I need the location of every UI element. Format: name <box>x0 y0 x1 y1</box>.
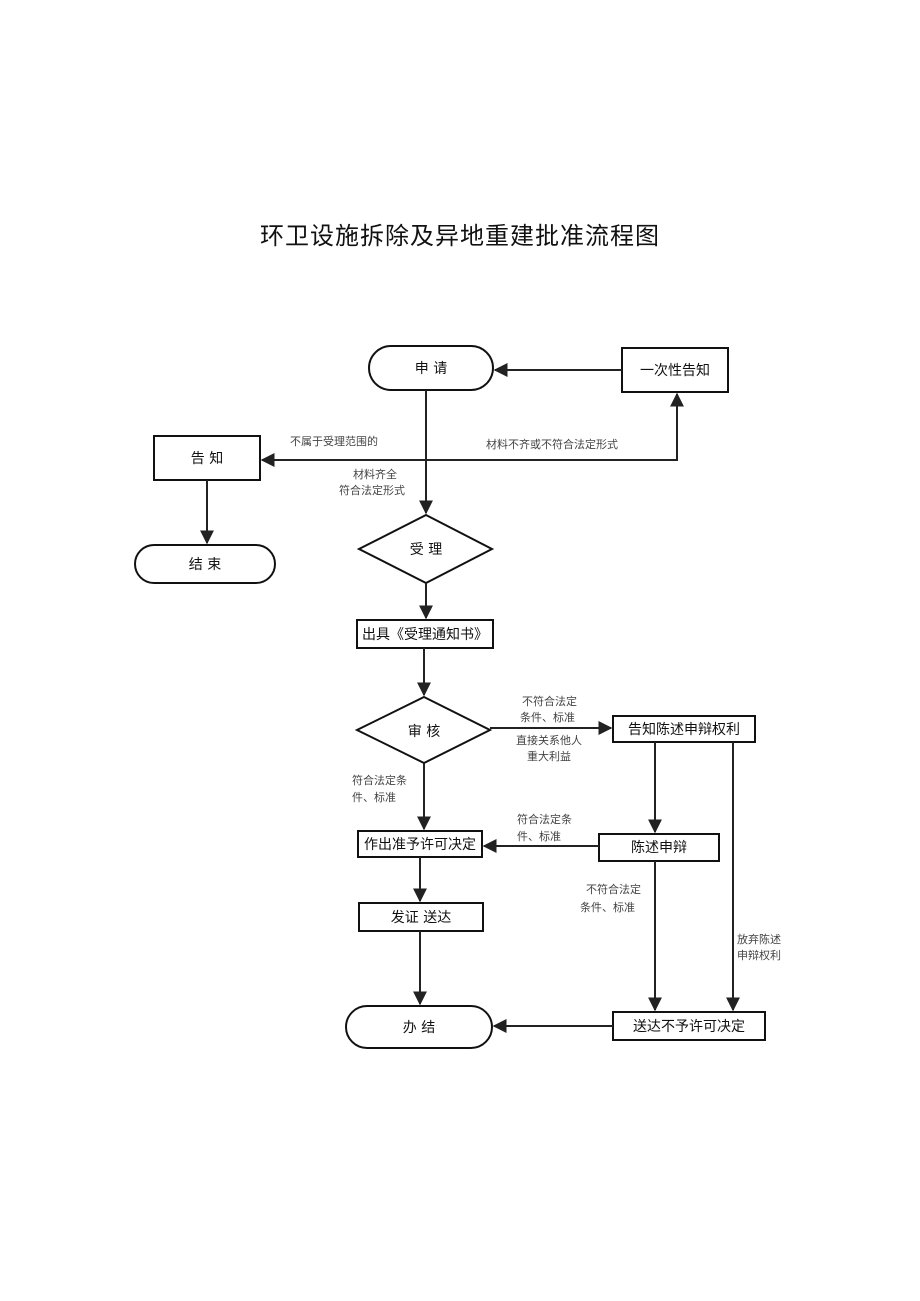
deliver-cert-label: 发证 送达 <box>391 910 451 926</box>
accept-node: 受 理 <box>356 513 495 585</box>
label-waive-2: 申辩权利 <box>737 948 781 962</box>
issue-notice-label: 出具《受理通知书》 <box>362 626 488 643</box>
finish-node: 办 结 <box>345 1005 493 1049</box>
inform-rights-label: 告知陈述申辩权利 <box>628 721 740 738</box>
label-meet-2: 件、标准 <box>352 790 396 804</box>
deny-delivery-node: 送达不予许可决定 <box>612 1011 766 1041</box>
approve-decision-label: 作出准予许可决定 <box>364 837 476 853</box>
statement-node: 陈述申辩 <box>598 833 720 862</box>
label-not-meet-b-1: 不符合法定 <box>586 882 641 896</box>
deny-delivery-label: 送达不予许可决定 <box>633 1019 745 1035</box>
label-not-meet-b-2: 条件、标准 <box>580 900 635 914</box>
label-not-in-scope: 不属于受理范围的 <box>290 434 378 448</box>
label-not-meet-1: 不符合法定 <box>522 694 577 708</box>
apply-label: 申 请 <box>415 361 447 377</box>
label-interest-2: 重大利益 <box>527 749 571 763</box>
inform-label: 告 知 <box>191 450 223 467</box>
label-complete-2: 符合法定形式 <box>339 483 405 497</box>
label-meet-b-2: 件、标准 <box>517 829 561 843</box>
label-complete-1: 材料齐全 <box>353 467 397 481</box>
issue-notice-node: 出具《受理通知书》 <box>356 619 494 649</box>
review-node: 审 核 <box>354 695 493 765</box>
label-waive-1: 放弃陈述 <box>737 932 781 946</box>
inform-node: 告 知 <box>153 435 261 481</box>
page-title: 环卫设施拆除及异地重建批准流程图 <box>260 222 660 250</box>
review-label: 审 核 <box>408 724 440 740</box>
end-node: 结 束 <box>134 544 276 584</box>
label-meet-b-1: 符合法定条 <box>517 812 572 826</box>
arrow-to-notify-once <box>426 392 684 461</box>
statement-label: 陈述申辩 <box>631 839 687 856</box>
apply-node: 申 请 <box>368 345 494 391</box>
accept-label: 受 理 <box>410 542 442 558</box>
label-interest-1: 直接关系他人 <box>516 733 582 747</box>
notify-once-label: 一次性告知 <box>640 362 710 379</box>
label-meet-1: 符合法定条 <box>352 773 407 787</box>
inform-rights-node: 告知陈述申辩权利 <box>612 715 756 743</box>
end-label: 结 束 <box>189 557 221 573</box>
notify-once-node: 一次性告知 <box>621 347 729 393</box>
label-not-meet-2: 条件、标准 <box>520 710 575 724</box>
deliver-cert-node: 发证 送达 <box>358 902 484 932</box>
finish-label: 办 结 <box>403 1020 435 1036</box>
approve-decision-node: 作出准予许可决定 <box>357 830 483 858</box>
label-incomplete: 材料不齐或不符合法定形式 <box>486 437 618 451</box>
